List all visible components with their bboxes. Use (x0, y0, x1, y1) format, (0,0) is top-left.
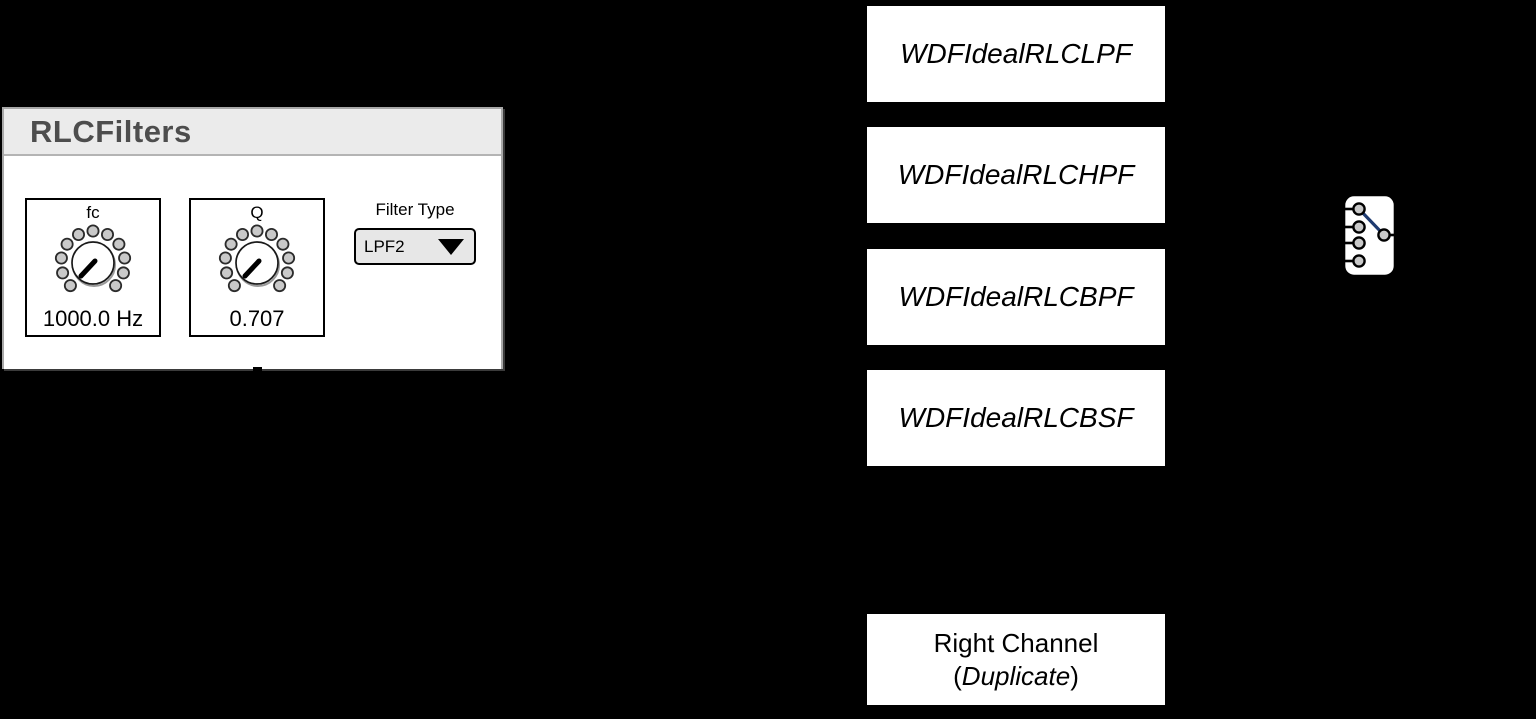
fc-knob-widget[interactable]: fc 1000.0 Hz (25, 198, 161, 337)
knob-tick-dots (54, 224, 132, 293)
panel-anchor-nub (253, 367, 262, 373)
knob-pointer (242, 258, 262, 279)
filter-type-group: Filter Type LPF2 (351, 200, 479, 265)
knob-pointer (78, 258, 98, 279)
filter-type-dropdown[interactable]: LPF2 (354, 228, 476, 265)
filter-type-selected-value: LPF2 (364, 236, 405, 256)
block-label: WDFIdealRLCLPF (900, 38, 1132, 69)
block-label: WDFIdealRLCBSF (898, 402, 1134, 433)
panel-title: RLCFilters (30, 113, 192, 149)
block-label: WDFIdealRLCHPF (897, 159, 1135, 190)
panel-title-bar[interactable]: RLCFilters (4, 109, 501, 156)
block-right-channel-duplicate[interactable]: Right Channel (Duplicate) (865, 612, 1167, 707)
knob-tick-dots (218, 224, 296, 293)
block-wdfidealrlclpf[interactable]: WDFIdealRLCLPF (865, 4, 1167, 104)
multiport-switch-block[interactable] (1337, 193, 1399, 284)
panel-body: fc 1000.0 Hz (4, 156, 501, 373)
rlcfilters-panel: RLCFilters fc (2, 107, 503, 373)
right-channel-line1: Right Channel (933, 627, 1099, 658)
q-knob-label: Q (250, 203, 264, 222)
block-wdfidealrlcbpf[interactable]: WDFIdealRLCBPF (865, 247, 1167, 347)
filter-type-label: Filter Type (375, 200, 455, 219)
right-channel-line2: (Duplicate) (953, 660, 1079, 691)
switch-port-dots (1352, 202, 1391, 268)
multiport-switch-icon (1337, 193, 1397, 278)
block-label: WDFIdealRLCBPF (898, 281, 1134, 312)
block-wdfidealrlcbsf[interactable]: WDFIdealRLCBSF (865, 368, 1167, 468)
fc-knob-icon[interactable] (45, 223, 141, 307)
q-knob-value: 0.707 (229, 306, 285, 331)
block-wdfidealrlchpf[interactable]: WDFIdealRLCHPF (865, 125, 1167, 225)
q-knob-icon[interactable] (209, 223, 305, 307)
fc-knob-label: fc (86, 203, 100, 222)
q-knob-widget[interactable]: Q 0.707 (189, 198, 325, 337)
dropdown-arrow-icon (438, 238, 464, 255)
fc-knob-value: 1000.0 Hz (42, 306, 144, 331)
